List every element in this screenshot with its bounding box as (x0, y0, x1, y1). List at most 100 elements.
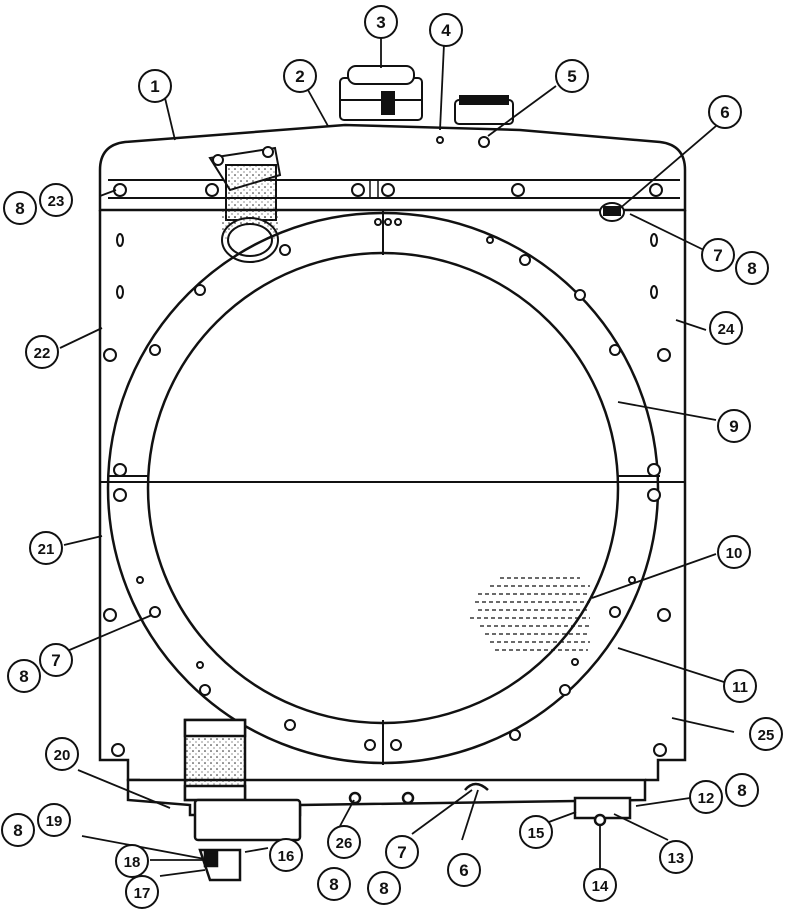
callout-circle (583, 868, 617, 902)
top-tank (98, 123, 687, 212)
callout-circle (447, 853, 481, 887)
callout-circle (327, 825, 361, 859)
callout-number: 8 (15, 199, 24, 218)
shroud-ring (106, 210, 660, 765)
callout-number: 16 (278, 848, 295, 865)
callout-c8g: 8 (367, 871, 401, 905)
callout-number: 8 (737, 781, 746, 800)
callout-circle (367, 871, 401, 905)
callout-c7b: 7 (39, 643, 73, 677)
callout-c19: 19 (37, 803, 71, 837)
callout-c3: 3 (364, 5, 398, 39)
callout-c8c: 8 (7, 659, 41, 693)
callout-circle (269, 838, 303, 872)
callout-circle (25, 335, 59, 369)
callout-c16: 16 (269, 838, 303, 872)
callout-c12: 12 (689, 780, 723, 814)
callout-c8d: 8 (725, 773, 759, 807)
overflow-fitting (436, 95, 514, 148)
callout-number: 3 (376, 13, 385, 32)
callout-number: 7 (713, 246, 722, 265)
callout-c9: 9 (717, 409, 751, 443)
callout-number: 26 (336, 835, 353, 852)
callout-number: 13 (668, 850, 685, 867)
callout-number: 9 (729, 417, 738, 436)
callout-c2: 2 (283, 59, 317, 93)
callout-number: 14 (592, 878, 609, 895)
callout-number: 5 (567, 67, 576, 86)
callout-c8f: 8 (317, 867, 351, 901)
callout-c21: 21 (29, 531, 63, 565)
drain-cock-upper (599, 202, 625, 222)
callout-c18: 18 (115, 844, 149, 878)
callout-c14: 14 (583, 868, 617, 902)
callout-number: 18 (124, 854, 141, 871)
callout-circle (519, 815, 553, 849)
callout-c8e: 8 (1, 813, 35, 847)
callout-circle (708, 95, 742, 129)
callout-circle (709, 311, 743, 345)
callout-circle (37, 803, 71, 837)
callout-circle (723, 669, 757, 703)
callout-circle (125, 875, 159, 909)
callout-circle (555, 59, 589, 93)
upper-hose-outlet (208, 146, 282, 263)
callout-number: 2 (295, 67, 304, 86)
callout-c15: 15 (519, 815, 553, 849)
callout-c4: 4 (429, 13, 463, 47)
callout-c6b: 6 (447, 853, 481, 887)
callout-circle (115, 844, 149, 878)
callout-number: 7 (397, 843, 406, 862)
callout-circle (1, 813, 35, 847)
filler-neck (339, 65, 423, 121)
callout-circle (701, 238, 735, 272)
callout-number: 15 (528, 825, 545, 842)
callout-c11: 11 (723, 669, 757, 703)
callout-c6a: 6 (708, 95, 742, 129)
callout-c5: 5 (555, 59, 589, 93)
callout-circle (717, 409, 751, 443)
callout-c1: 1 (138, 69, 172, 103)
callout-number: 8 (19, 667, 28, 686)
callout-c13: 13 (659, 840, 693, 874)
callout-c7c: 7 (385, 835, 419, 869)
bolt-heads (103, 183, 671, 757)
callout-number: 4 (441, 21, 451, 40)
callout-circle (659, 840, 693, 874)
callout-number: 10 (726, 545, 743, 562)
callout-c20: 20 (45, 737, 79, 771)
callout-circle (317, 867, 351, 901)
callout-circle (39, 643, 73, 677)
callout-number: 8 (747, 259, 756, 278)
core-fins (470, 577, 590, 651)
callout-circle (735, 251, 769, 285)
callout-number: 6 (720, 103, 729, 122)
callout-circle (364, 5, 398, 39)
callout-number: 20 (54, 747, 71, 764)
callout-circle (3, 191, 37, 225)
callout-number: 8 (13, 821, 22, 840)
callout-number: 8 (329, 875, 338, 894)
callout-circle (385, 835, 419, 869)
callout-c23: 23 (39, 183, 73, 217)
callout-c7a: 7 (701, 238, 735, 272)
callout-circle (749, 717, 783, 751)
callout-number: 21 (38, 541, 55, 558)
callout-c8a: 8 (735, 251, 769, 285)
callout-c25: 25 (749, 717, 783, 751)
callout-c17: 17 (125, 875, 159, 909)
callout-c10: 10 (717, 535, 751, 569)
callout-number: 7 (51, 651, 60, 670)
callout-c8b: 8 (3, 191, 37, 225)
callout-circle (138, 69, 172, 103)
callout-circle (717, 535, 751, 569)
callout-c24: 24 (709, 311, 743, 345)
callout-number: 19 (46, 813, 63, 830)
callout-number: 6 (459, 861, 468, 880)
callout-number: 11 (732, 679, 748, 696)
callout-circle (689, 780, 723, 814)
callout-circle (39, 183, 73, 217)
